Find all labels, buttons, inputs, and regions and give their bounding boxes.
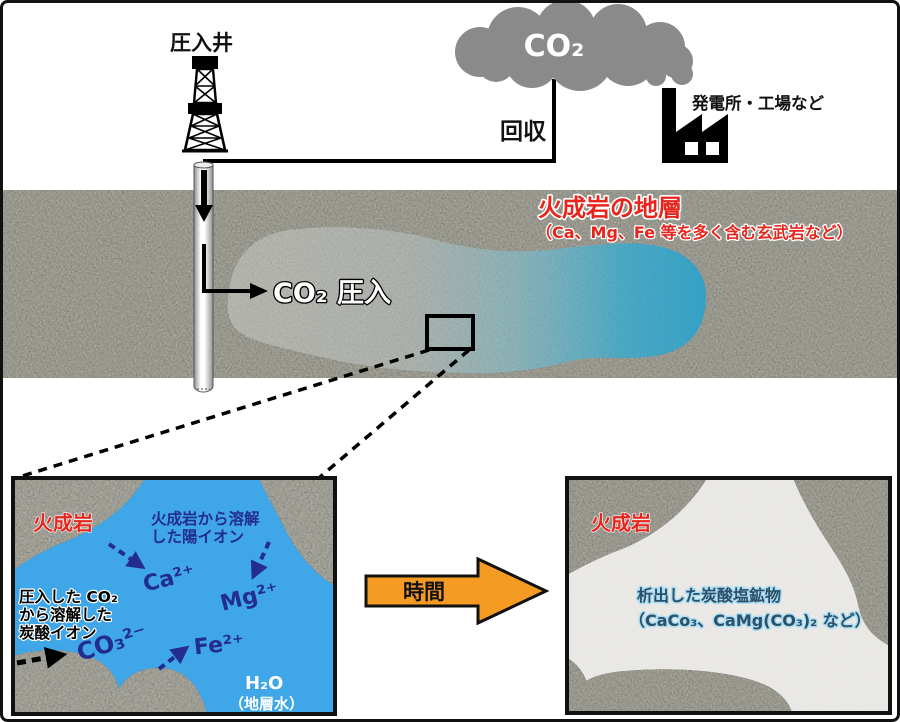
formation-title: 火成岩の地層 (538, 194, 682, 222)
carbonate-note-line3: 炭酸イオン (19, 623, 97, 642)
zoom-sample-rect (425, 314, 475, 351)
water-note-line1: H₂O (245, 673, 283, 694)
formation-subtitle: （Ca、Mg、Fe 等を多く含む玄武岩など） (536, 223, 853, 242)
mineral-note-line1: 析出した炭酸塩鉱物 (637, 586, 781, 605)
carbonate-note-line2: から溶解した (19, 605, 112, 624)
factory-label: 発電所・工場など (691, 93, 825, 113)
inset-after-rock-label: 火成岩 (591, 511, 651, 535)
cation-note-line1: 火成岩から溶解 (151, 509, 260, 528)
fe-ion-label: Fe²⁺ (193, 630, 246, 660)
injection-well-label: 圧入井 (170, 31, 233, 55)
cloud-co2-label: CO₂ (524, 29, 585, 64)
zoom-connector-right (318, 348, 471, 479)
co2-plume (227, 227, 707, 374)
inset-after-border (565, 476, 892, 715)
capture-label: 回収 (500, 119, 547, 145)
inset-after-mineralization: 火成岩 析出した炭酸塩鉱物 （CaCo₃、CaMg(CO₃)₂ など） (565, 476, 892, 715)
inset-before-border (11, 476, 337, 716)
water-note-line2: （地層水） (229, 695, 304, 713)
inset-before-rock-label: 火成岩 (33, 511, 93, 535)
cation-note-line2: した陽イオン (151, 528, 244, 546)
inset-before-mineralization: 火成岩 火成岩から溶解 した陽イオン Ca²⁺ Mg²⁺ Fe²⁺ CO₃²⁻ … (11, 476, 337, 716)
inset-rock-patches (13, 478, 335, 714)
time-arrow: 時間 (364, 556, 550, 626)
factory-icon (662, 88, 728, 163)
rock-formation-band: 火成岩の地層 （Ca、Mg、Fe 等を多く含む玄武岩など） (3, 190, 897, 378)
co2-cloud-icon (455, 0, 693, 91)
drilling-derrick-icon (182, 56, 228, 153)
zoom-connector-left (18, 348, 430, 479)
time-label: 時間 (403, 580, 445, 604)
ion-arrows (16, 541, 271, 671)
mineral-note-line2: （CaCo₃、CaMg(CO₃)₂ など） (629, 611, 871, 630)
co2-injection-label: CO₂ 圧入 (273, 278, 391, 309)
capture-pipe-line (203, 79, 556, 163)
inset-rock-patches (567, 478, 890, 713)
injection-lateral-arrow (202, 244, 268, 299)
carbonate-note-line1: 圧入した CO₂ (19, 588, 118, 606)
injection-down-arrow (195, 170, 213, 222)
